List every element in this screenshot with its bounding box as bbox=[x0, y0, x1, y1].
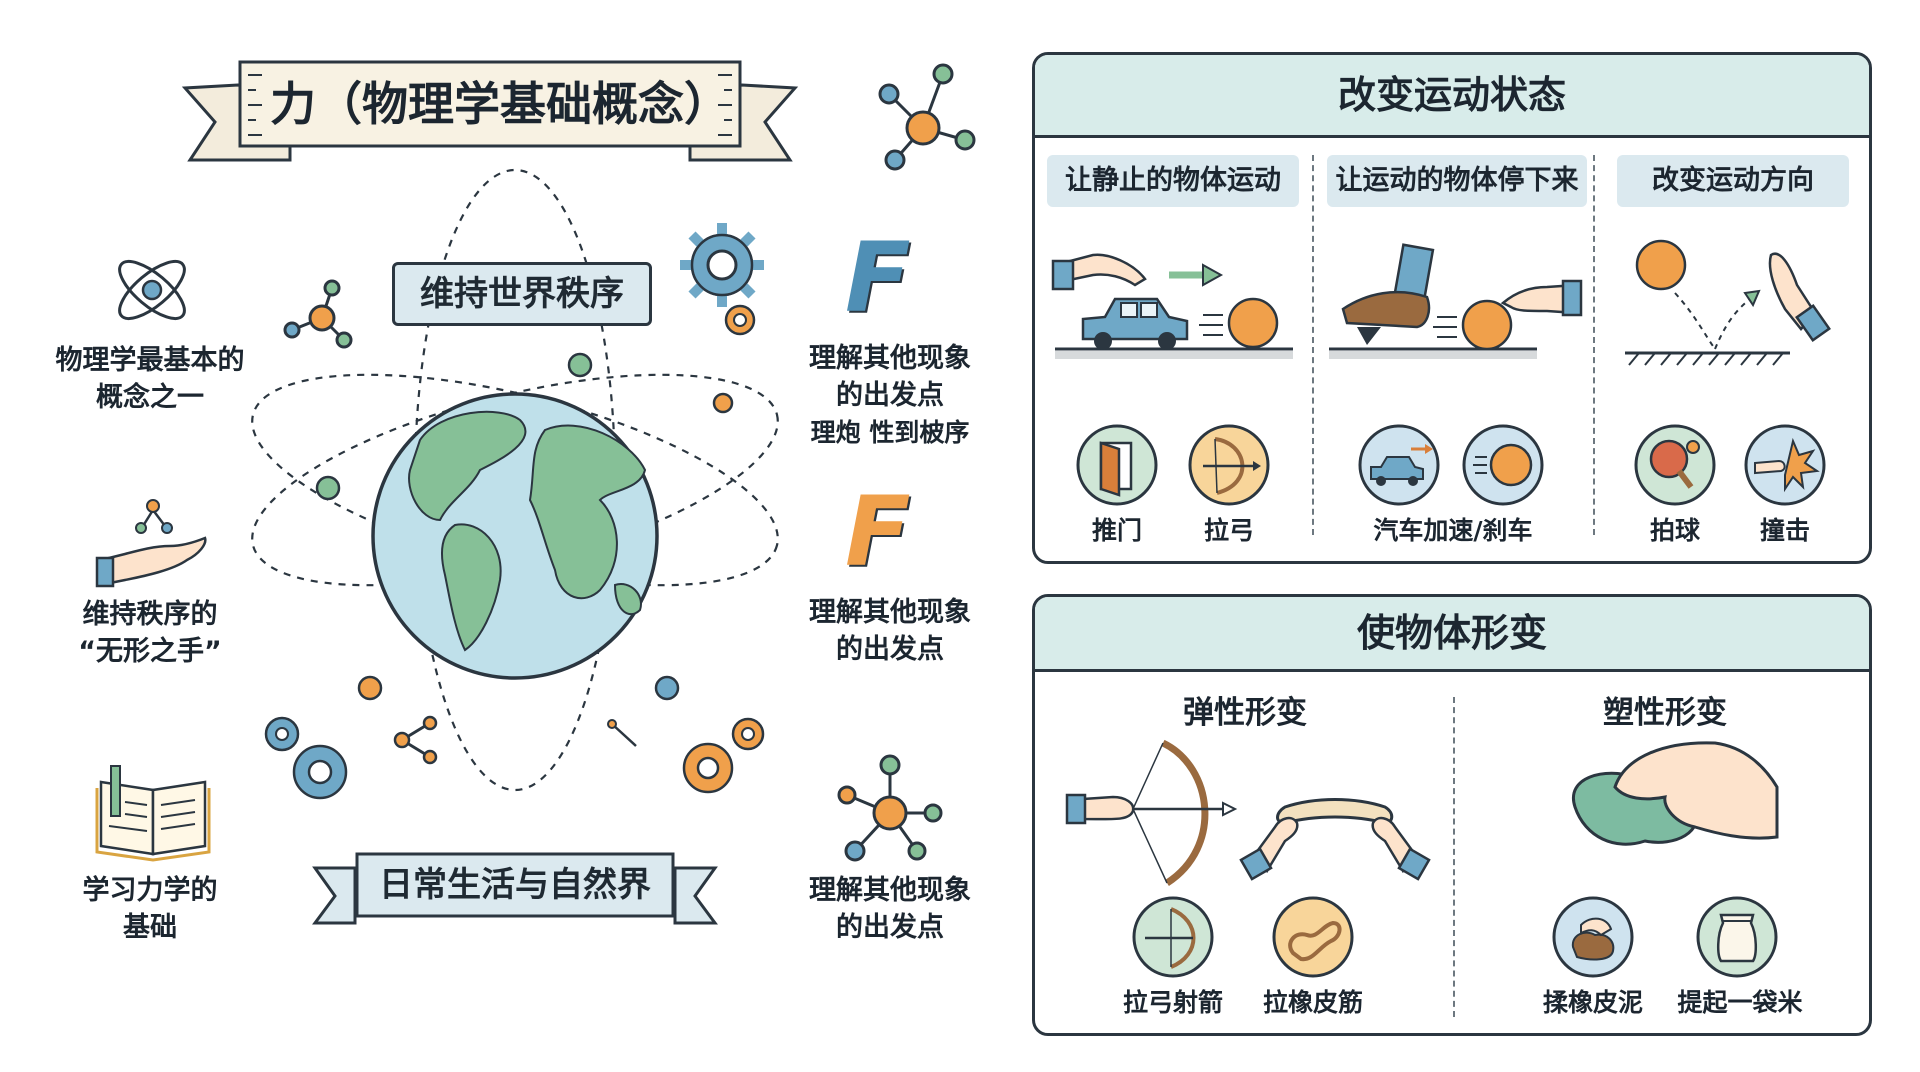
bow-icon bbox=[1188, 424, 1270, 506]
bottom-ribbon bbox=[312, 852, 718, 925]
example-hit-ball: 拍球 bbox=[1649, 516, 1700, 545]
orbit-dot bbox=[315, 475, 341, 501]
right-item-1-label: 理解其他现象 的出发点 理炮 性到柀序 bbox=[809, 343, 971, 447]
orbit-diagram bbox=[251, 168, 779, 792]
speed-ball-icon bbox=[1462, 424, 1544, 506]
bow-icon bbox=[1132, 896, 1214, 978]
section-divider bbox=[1312, 155, 1314, 535]
molecule-icon bbox=[393, 715, 438, 765]
stop-ball-scene bbox=[1329, 243, 1583, 359]
right-item-3-label: 理解其他现象 的出发点 bbox=[809, 875, 971, 943]
example-car-accel-brake: 汽车加速/刹车 bbox=[1373, 516, 1533, 545]
car-icon bbox=[1358, 424, 1440, 506]
atom-icon bbox=[118, 260, 186, 320]
letter-f-icon: F bbox=[845, 476, 911, 588]
page-title: 力（物理学基础概念） bbox=[270, 77, 730, 131]
motion-section-1-tag: 让静止的物体运动 bbox=[1047, 155, 1299, 207]
example-knead-clay: 揉橡皮泥 bbox=[1542, 988, 1643, 1017]
change-direction-scene bbox=[1625, 239, 1831, 366]
example-draw-bow: 拉弓 bbox=[1203, 516, 1254, 545]
example-collision: 撞击 bbox=[1759, 516, 1810, 545]
motion-panel: 改变运动状态 让静止的物体运动 让运动的物体停下来 改变运动方向 bbox=[1032, 52, 1872, 564]
impact-icon bbox=[1744, 424, 1826, 506]
clay-squish-scene bbox=[1571, 741, 1779, 846]
section-divider bbox=[1593, 155, 1595, 535]
gear-icon bbox=[680, 223, 764, 336]
bow-arrow-scene bbox=[1065, 739, 1238, 886]
open-book-icon bbox=[95, 765, 211, 862]
molecule-icon bbox=[878, 63, 976, 171]
door-icon bbox=[1076, 424, 1158, 506]
globe-icon bbox=[371, 392, 659, 680]
pin-icon bbox=[607, 719, 637, 747]
rubber-band-scene bbox=[1239, 798, 1431, 881]
gear-icon bbox=[682, 717, 765, 794]
motion-section-2-tag: 让运动的物体停下来 bbox=[1327, 155, 1587, 207]
orbit-dot bbox=[567, 352, 593, 378]
left-item-1-label: 物理学最基本的 概念之一 bbox=[55, 345, 245, 413]
hand-molecule-icon bbox=[95, 499, 207, 588]
orbit-dot bbox=[654, 675, 680, 701]
left-item-3-label: 学习力学的 基础 bbox=[82, 875, 218, 943]
center-bottom-label: 日常生活与自然界 bbox=[379, 865, 651, 905]
example-lift-rice-bag: 提起一袋米 bbox=[1677, 988, 1803, 1017]
paddle-icon bbox=[1634, 424, 1716, 506]
center-top-label: 维持世界秩序 bbox=[392, 262, 652, 326]
left-item-2-label: 维持秩序的 “无形之手” bbox=[78, 599, 222, 667]
letter-f-icon: F bbox=[845, 222, 911, 334]
orbit-dot bbox=[712, 392, 734, 414]
right-item-2-label: 理解其他现象 的出发点 bbox=[809, 597, 971, 665]
motion-panel-title: 改变运动状态 bbox=[1035, 55, 1869, 138]
orbit-dot bbox=[357, 675, 383, 701]
example-rubber-band: 拉橡皮筋 bbox=[1262, 988, 1363, 1017]
rice-bag-icon bbox=[1696, 896, 1778, 978]
push-car-scene bbox=[1051, 253, 1293, 359]
deform-panel-title: 使物体形变 bbox=[1035, 597, 1869, 672]
knead-clay-icon bbox=[1552, 896, 1634, 978]
molecule-icon bbox=[283, 279, 353, 349]
example-push-door: 推门 bbox=[1091, 516, 1142, 545]
rubber-band-icon bbox=[1272, 896, 1354, 978]
gear-icon bbox=[264, 716, 348, 800]
example-bow-shoot: 拉弓射箭 bbox=[1122, 988, 1223, 1017]
molecule-icon bbox=[837, 754, 943, 862]
deform-panel: 使物体形变 弹性形变 塑性形变 拉弓射箭 拉橡皮筋 bbox=[1032, 594, 1872, 1036]
plastic-heading: 塑性形变 bbox=[1603, 695, 1727, 731]
section-divider bbox=[1453, 697, 1455, 1017]
motion-section-3-tag: 改变运动方向 bbox=[1617, 155, 1849, 207]
elastic-heading: 弹性形变 bbox=[1183, 695, 1307, 731]
